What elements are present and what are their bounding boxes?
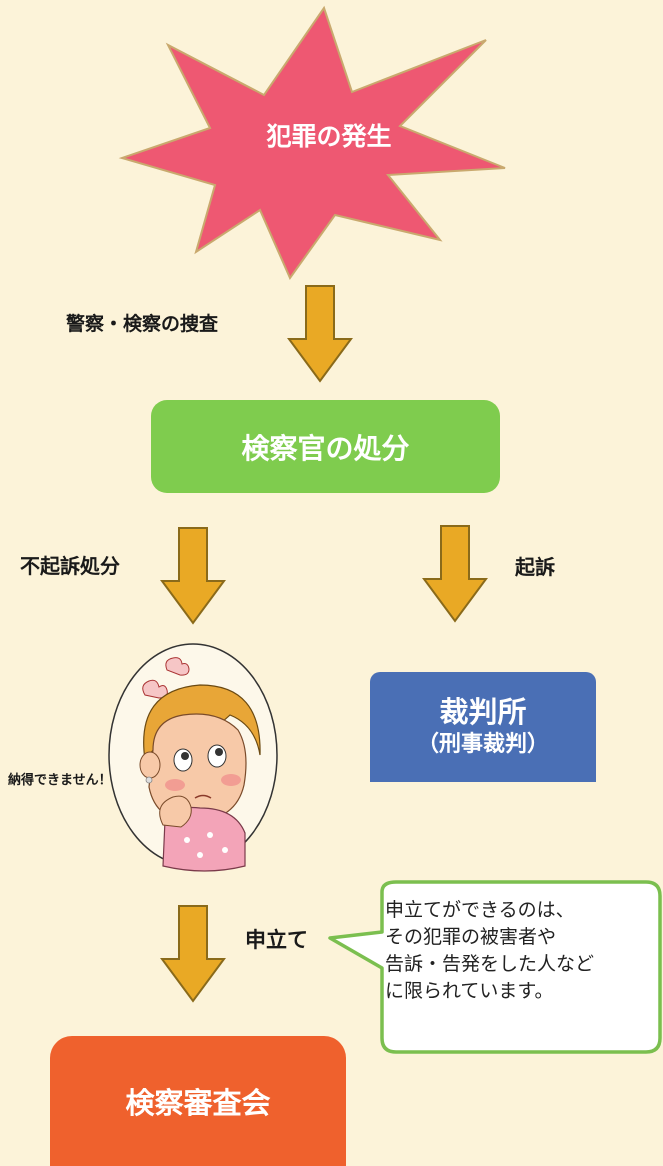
bubble-line: 申立てができるのは、 [385, 899, 575, 921]
review-board-label: 検察審査会 [125, 1086, 271, 1120]
down-arrow-icon [422, 525, 488, 623]
person-caption: 納得できません！ [8, 773, 112, 788]
review-board-box: 検察審査会 [50, 1036, 346, 1166]
prosecutor-decision-box: 検察官の処分 [151, 400, 500, 493]
bubble-line: 告訴・告発をした人など [385, 953, 595, 975]
down-arrow-icon [287, 285, 353, 383]
court-box: 裁判所 （刑事裁判） [370, 672, 596, 782]
crime-burst-icon [118, 5, 506, 281]
down-arrow-icon [160, 905, 226, 1003]
application-label: 申立て [245, 928, 308, 952]
bubble-line: に限られています。 [385, 980, 554, 1002]
speech-bubble-text: 申立てができるのは、 その犯罪の被害者や 告訴・告発をした人など に限られていま… [385, 897, 655, 1005]
down-arrow-icon [160, 527, 226, 625]
crime-occurrence-label: 犯罪の発生 [266, 122, 392, 151]
investigation-label: 警察・検察の捜査 [66, 313, 219, 335]
prosecutor-decision-label: 検察官の処分 [241, 431, 410, 465]
frustrated-woman-illustration [108, 643, 278, 872]
indictment-label: 起訴 [515, 555, 555, 579]
speech-bubble-shape [328, 880, 662, 1054]
non-prosecution-label: 不起訴処分 [20, 554, 120, 578]
bubble-line: その犯罪の被害者や [385, 926, 557, 948]
court-subtitle: （刑事裁判） [416, 732, 549, 757]
court-title: 裁判所 [439, 695, 527, 729]
